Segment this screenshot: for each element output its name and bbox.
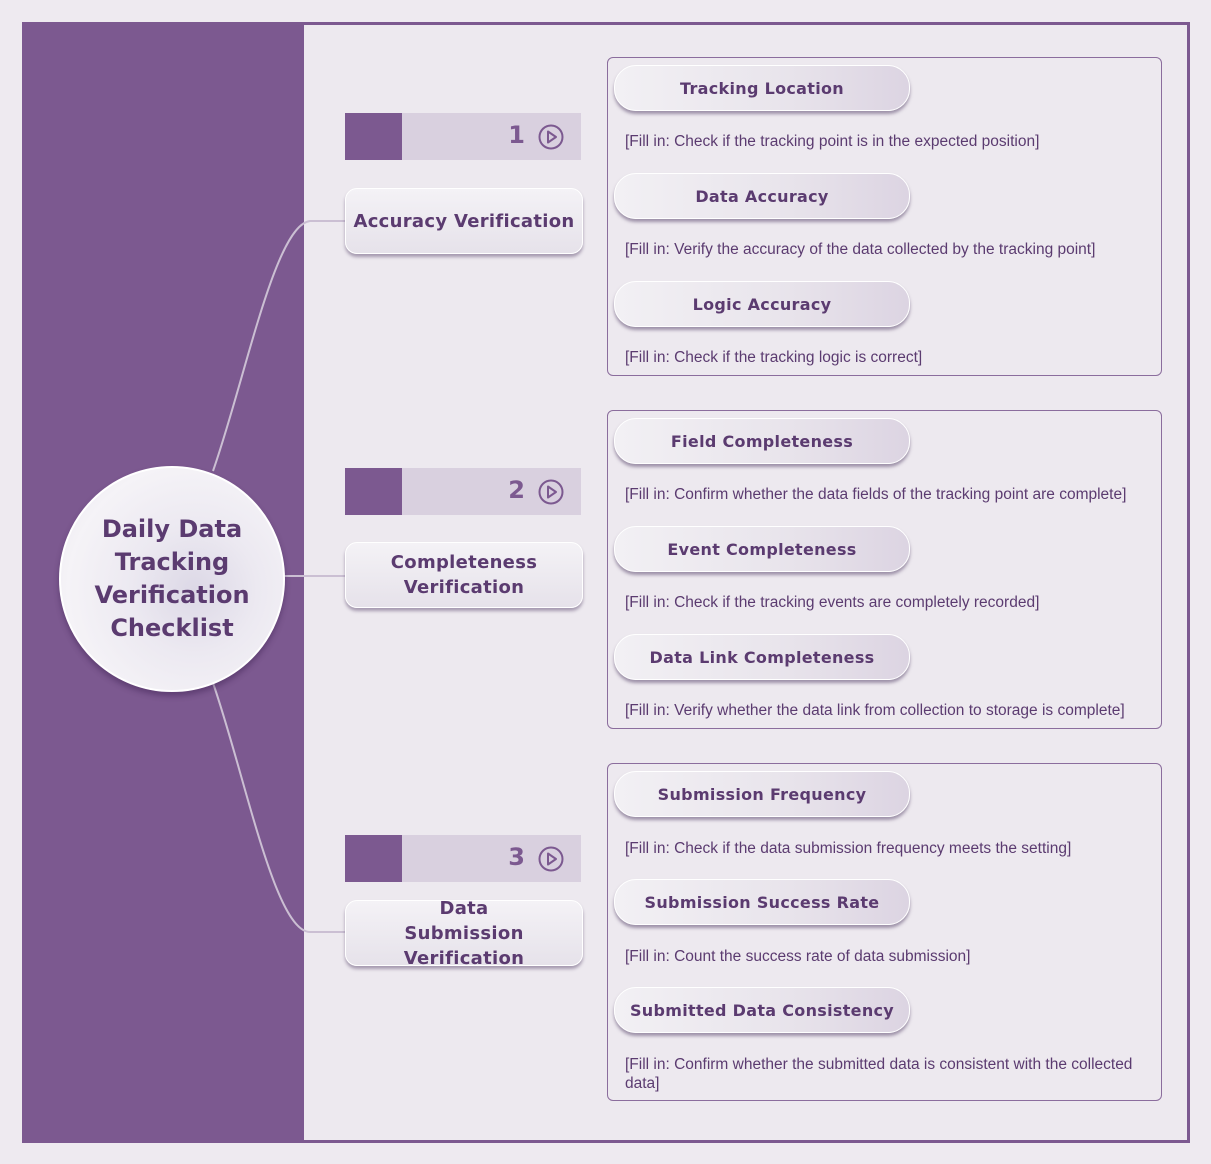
item-title: Logic Accuracy [692,294,832,314]
category-3-swatch [345,835,402,882]
category-data-submission-verification[interactable]: Data Submission Verification [345,898,583,969]
central-topic: Daily Data Tracking Verification Checkli… [59,466,285,692]
item-event-completeness[interactable]: Event Completeness [614,526,910,572]
item-data-link-completeness[interactable]: Data Link Completeness [614,634,910,680]
item-title: Field Completeness [670,431,854,451]
item-description: [Fill in: Confirm whether the submitted … [625,1056,1133,1092]
category-1-number: 1 [508,121,525,149]
play-circle-icon[interactable] [538,846,564,872]
category-3-number: 3 [508,843,525,871]
item-logic-accuracy[interactable]: Logic Accuracy [614,281,910,327]
group-data-submission-verification [607,763,1162,1101]
category-2-number: 2 [508,476,525,504]
item-data-accuracy[interactable]: Data Accuracy [614,173,910,219]
item-title: Submission Frequency [657,784,867,804]
category-completeness-verification[interactable]: Completeness Verification [345,542,583,608]
category-1-swatch [345,113,402,160]
item-description: [Fill in: Confirm whether the data field… [625,486,1127,503]
item-submission-frequency[interactable]: Submission Frequency [614,771,910,817]
item-field-completeness[interactable]: Field Completeness [614,418,910,464]
category-label: Data Submission Verification [403,897,525,969]
item-title: Event Completeness [667,539,857,559]
category-accuracy-verification[interactable]: Accuracy Verification [345,188,583,254]
item-description: [Fill in: Verify the accuracy of the dat… [625,241,1096,258]
item-description: [Fill in: Check if the tracking point is… [625,133,1040,150]
item-description: [Fill in: Count the success rate of data… [625,948,971,965]
central-topic-title: Daily Data Tracking Verification Checkli… [94,515,250,642]
item-tracking-location[interactable]: Tracking Location [614,65,910,111]
play-circle-icon[interactable] [538,124,564,150]
play-circle-icon[interactable] [538,479,564,505]
category-label: Completeness Verification [390,552,538,598]
item-description: [Fill in: Check if the tracking logic is… [625,349,923,366]
item-title: Tracking Location [680,78,844,98]
item-submission-success-rate[interactable]: Submission Success Rate [614,879,910,925]
item-title: Data Link Completeness [649,647,875,667]
category-2-number-bar: 2 [345,468,581,515]
item-description: [Fill in: Verify whether the data link f… [625,702,1125,719]
category-1-number-bar: 1 [345,113,581,160]
item-title: Submitted Data Consistency [629,1000,895,1020]
item-description: [Fill in: Check if the data submission f… [625,840,1072,857]
item-title: Data Accuracy [695,186,829,206]
category-2-swatch [345,468,402,515]
item-description: [Fill in: Check if the tracking events a… [625,594,1040,611]
category-label: Accuracy Verification [353,210,575,232]
category-3-number-bar: 3 [345,835,581,882]
item-title: Submission Success Rate [644,892,880,912]
item-submitted-data-consistency[interactable]: Submitted Data Consistency [614,987,910,1033]
